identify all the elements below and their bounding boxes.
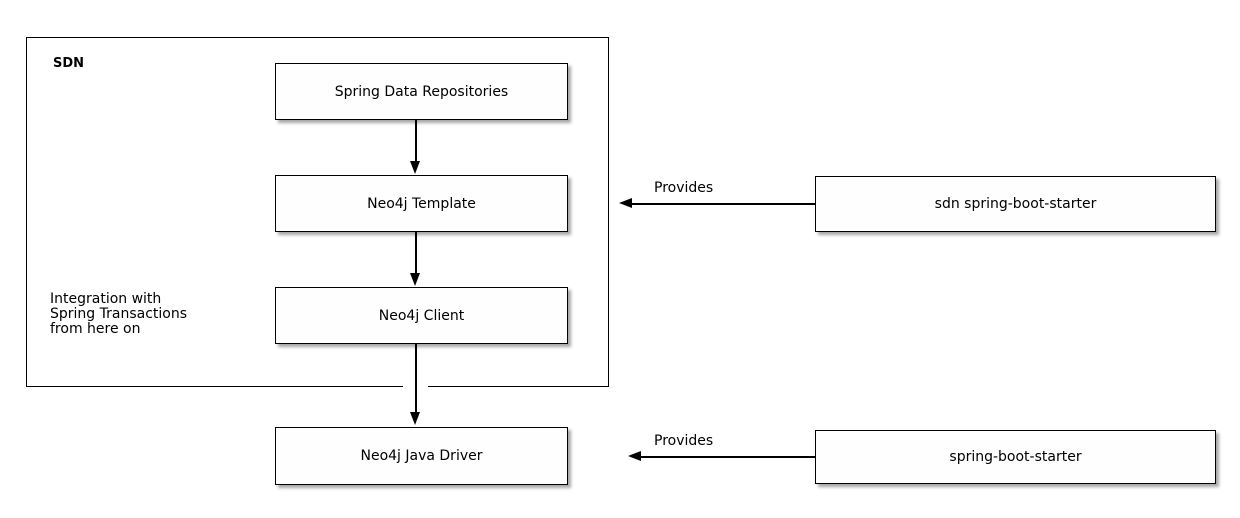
node-neo4j-client-label: Neo4j Client	[378, 307, 465, 324]
arrow-line	[631, 203, 815, 205]
arrowhead-down-icon	[410, 412, 420, 425]
node-spring-boot-starter: spring-boot-starter	[815, 430, 1216, 484]
node-neo4j-java-driver-label: Neo4j Java Driver	[360, 448, 483, 464]
node-neo4j-template: Neo4j Template	[275, 175, 568, 232]
node-neo4j-client: Neo4j Client	[275, 287, 568, 344]
sdn-group-label: SDN	[53, 56, 85, 71]
sdn-group-box	[26, 37, 609, 387]
arrow-line	[640, 456, 815, 458]
sdn-note-line-3: from here on	[50, 321, 141, 337]
arrowhead-down-icon	[410, 161, 420, 174]
arrowhead-down-icon	[410, 273, 420, 286]
node-spring-boot-starter-label: spring-boot-starter	[949, 449, 1082, 465]
arrow-line	[415, 232, 417, 274]
node-neo4j-template-label: Neo4j Template	[367, 195, 476, 212]
node-spring-data-repositories-label: Spring Data Repositories	[334, 83, 509, 100]
arrow-line	[415, 344, 417, 413]
sdn-note: Integration with Spring Transactions fro…	[50, 292, 187, 337]
node-neo4j-java-driver: Neo4j Java Driver	[275, 427, 568, 485]
provides-label-top: Provides	[654, 180, 714, 196]
sdn-note-line-1: Integration with	[50, 291, 162, 307]
node-spring-data-repositories: Spring Data Repositories	[275, 63, 568, 120]
arrow-line	[415, 120, 417, 162]
node-sdn-spring-boot-starter: sdn spring-boot-starter	[815, 176, 1216, 232]
node-sdn-spring-boot-starter-label: sdn spring-boot-starter	[934, 196, 1097, 212]
sdn-note-line-2: Spring Transactions	[50, 306, 188, 322]
arrowhead-left-icon	[619, 198, 632, 208]
arrowhead-left-icon	[628, 451, 641, 461]
provides-label-bottom: Provides	[654, 433, 714, 449]
